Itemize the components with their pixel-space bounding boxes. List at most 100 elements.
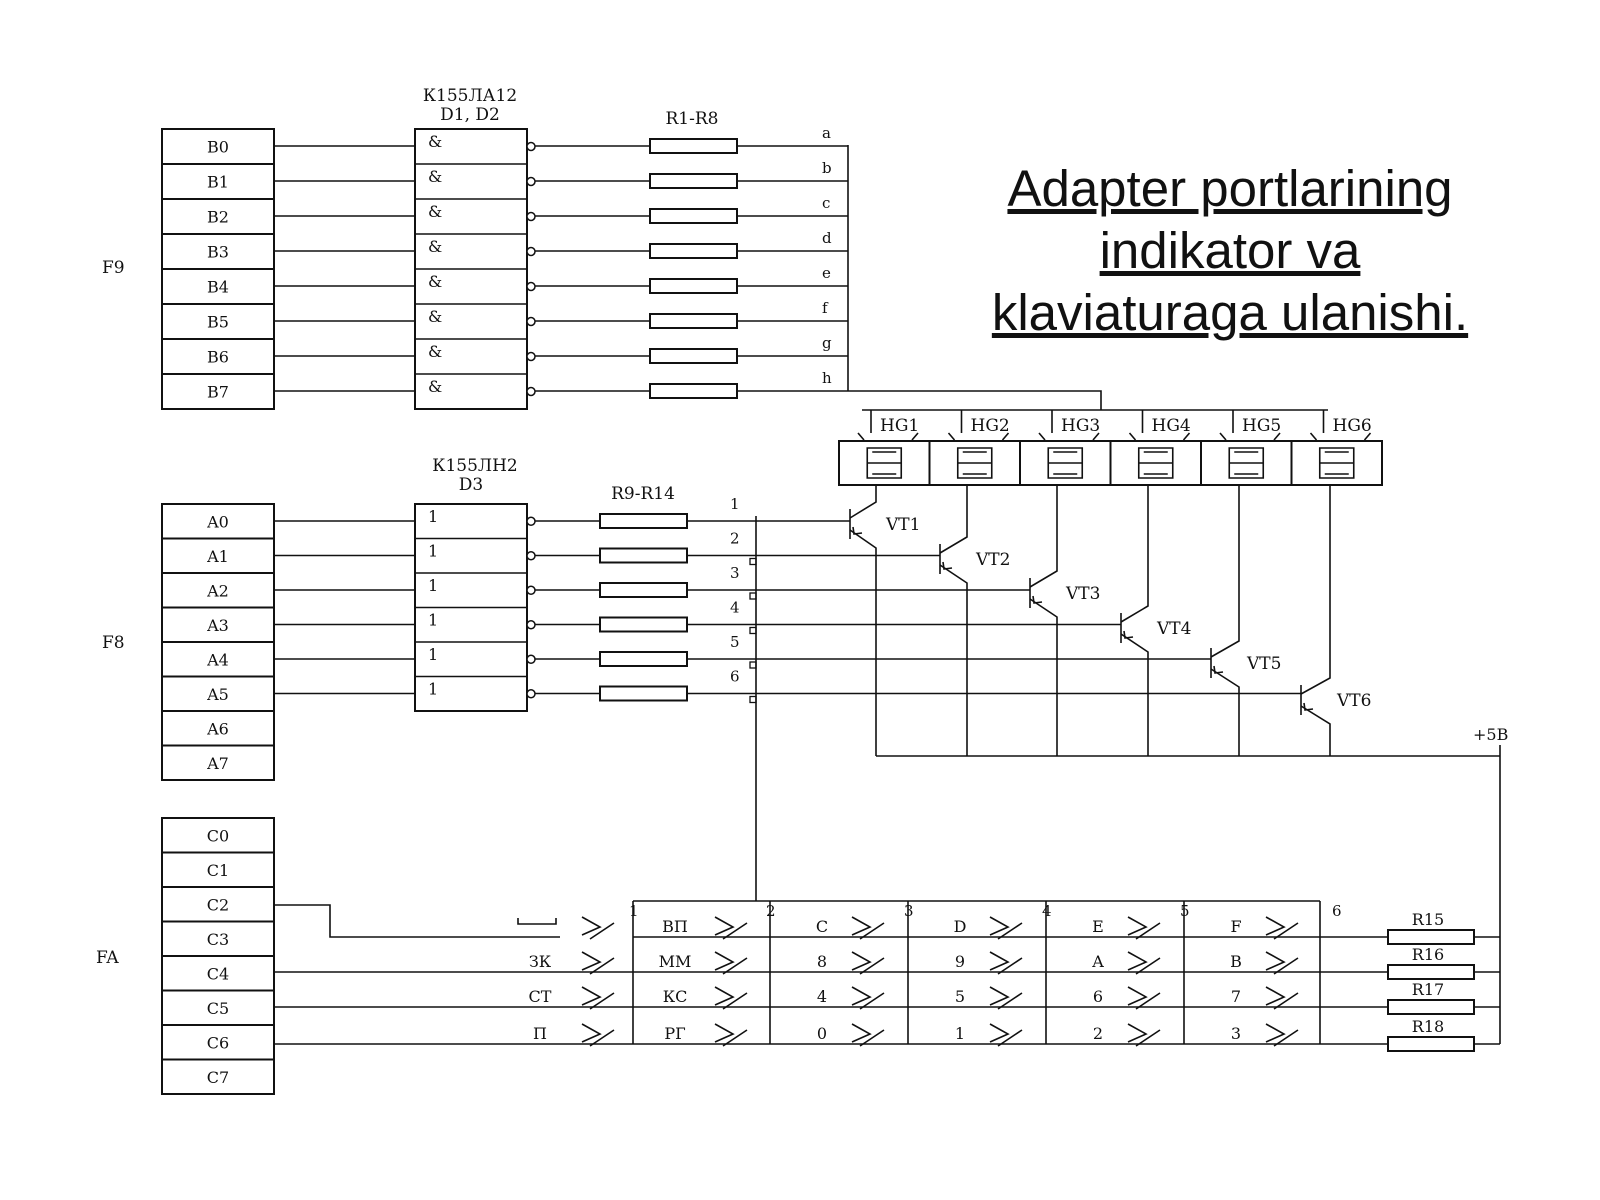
segment-label-d: d <box>822 229 832 247</box>
page-title: Adapter portlarining indikator va klavia… <box>960 158 1500 344</box>
indicator-label-hg3: HG3 <box>1061 416 1100 436</box>
seven-segment-digit-glyph <box>1318 447 1355 479</box>
chip-d12-inverter-bubble <box>526 176 536 187</box>
digit-resistor <box>599 513 688 529</box>
port-f8-pin-a5: A5 <box>206 685 229 704</box>
digit-jumper-mark <box>749 592 757 600</box>
key-switch-symbol <box>581 916 615 940</box>
key-e: E <box>1092 917 1104 936</box>
chip-d12-inverter-bubble <box>526 351 536 362</box>
chip-d3-inverter-bubble <box>526 654 536 664</box>
transistor-label-vt3: VT3 <box>1065 584 1100 604</box>
segment-label-e: e <box>822 264 831 282</box>
port-fa-pin-cell <box>161 1024 275 1061</box>
chip-d12-ref: D1, D2 <box>440 105 500 125</box>
transistor-emitter-arrow <box>1032 595 1043 604</box>
segment-label-g: g <box>822 334 832 352</box>
key-f: F <box>1230 917 1241 936</box>
segment-label-a: a <box>822 124 831 142</box>
key-left-3: П <box>533 1024 547 1043</box>
port-fa-label: FA <box>96 948 119 968</box>
digit-line-label-3: 3 <box>730 564 740 582</box>
port-f8-pin-a4: A4 <box>206 650 229 669</box>
digit-line-label-6: 6 <box>730 668 740 686</box>
port-f8-pin-cell <box>161 744 275 781</box>
digit-line-label-2: 2 <box>730 530 740 548</box>
key-switch-symbol <box>989 951 1023 975</box>
transistor-label-vt2: VT2 <box>975 550 1010 570</box>
keyboard-resistor <box>1387 929 1475 945</box>
port-f8-pin-a0: A0 <box>206 512 229 531</box>
transistor-emitter-lead <box>939 564 968 756</box>
seven-segment-digit-glyph <box>956 447 993 479</box>
keyboard-column-number-6: 6 <box>1332 902 1342 920</box>
chip-d3-part: К155ЛН2 <box>432 456 517 476</box>
segment-resistor <box>649 208 738 224</box>
port-f9-pin-b0: B0 <box>207 138 229 157</box>
indicator-bus-tap <box>1038 432 1100 441</box>
port-f9-pin-b1: B1 <box>207 173 229 192</box>
key-b: B <box>1230 952 1242 971</box>
indicator-bus-tap <box>857 432 919 441</box>
indicator-bus-tap <box>1219 432 1281 441</box>
key-кс: КС <box>663 987 688 1006</box>
key-switch-symbol <box>989 986 1023 1010</box>
key-switch-symbol <box>581 986 615 1010</box>
keyboard-resistor-label-r15: R15 <box>1412 910 1444 929</box>
seven-segment-digit-glyph <box>1137 447 1174 479</box>
chip-d12-gate-symbol: & <box>428 237 442 256</box>
chip-d12-inverter-bubble <box>526 316 536 327</box>
port-fa-pin-cell <box>161 1058 275 1095</box>
transistor-label-vt6: VT6 <box>1336 691 1371 711</box>
chip-d12-inverter-bubble <box>526 386 536 397</box>
chip-d3-ref: D3 <box>459 475 483 495</box>
port-fa-pin-cell <box>161 920 275 957</box>
port-f9-pin-b5: B5 <box>207 313 229 332</box>
transistor-emitter-arrow <box>1123 630 1134 639</box>
key-switch-symbol <box>581 951 615 975</box>
segment-label-c: c <box>822 194 830 212</box>
port-f9-pin-b3: B3 <box>207 243 229 262</box>
keyboard-resistor <box>1387 964 1475 980</box>
chip-d3-inverter-bubble <box>526 516 536 526</box>
indicator-bus-tap <box>1128 432 1191 441</box>
transistor-collector-lead <box>1029 485 1058 588</box>
key-switch-symbol <box>851 916 885 940</box>
chip-d3-gate-symbol: 1 <box>428 507 438 526</box>
indicator-label-hg6: HG6 <box>1333 416 1372 436</box>
port-fa-pin-c0: C0 <box>207 826 229 845</box>
port-f9-pin-cell <box>161 338 275 375</box>
transistor-collector-lead <box>939 485 968 554</box>
key-switch-symbol <box>851 986 885 1010</box>
key-switch-symbol <box>989 1023 1023 1047</box>
title-line-1: Adapter portlarining <box>1007 160 1453 217</box>
digit-jumper-mark <box>749 695 757 704</box>
port-f8-pin-cell <box>161 606 275 643</box>
port-fa-pin-c3: C3 <box>207 930 229 949</box>
port-fa-pin-c7: C7 <box>207 1068 229 1087</box>
port-f8-pin-a2: A2 <box>206 581 229 600</box>
keyboard-column-number-4: 4 <box>1042 902 1052 920</box>
chip-d12-gate-symbol: & <box>428 307 442 326</box>
key-left-2: СТ <box>529 987 552 1006</box>
segment-resistor <box>649 138 738 154</box>
indicator-bus-tap <box>1309 432 1372 441</box>
key-рг: РГ <box>664 1024 685 1043</box>
key-switch-symbol <box>851 1023 885 1047</box>
port-fa-pin-c6: C6 <box>207 1033 229 1052</box>
key-switch-symbol <box>1265 951 1299 975</box>
supply-label: +5В <box>1473 725 1508 744</box>
keyboard-resistor-label-r18: R18 <box>1412 1017 1444 1036</box>
chip-d3-gate-symbol: 1 <box>428 576 438 595</box>
key-switch-symbol <box>1265 986 1299 1010</box>
transistor-emitter-arrow <box>1213 665 1224 674</box>
key-7: 7 <box>1231 987 1241 1006</box>
indicator-label-hg1: HG1 <box>880 416 919 436</box>
key-0: 0 <box>817 1024 827 1043</box>
key-6: 6 <box>1093 987 1103 1006</box>
